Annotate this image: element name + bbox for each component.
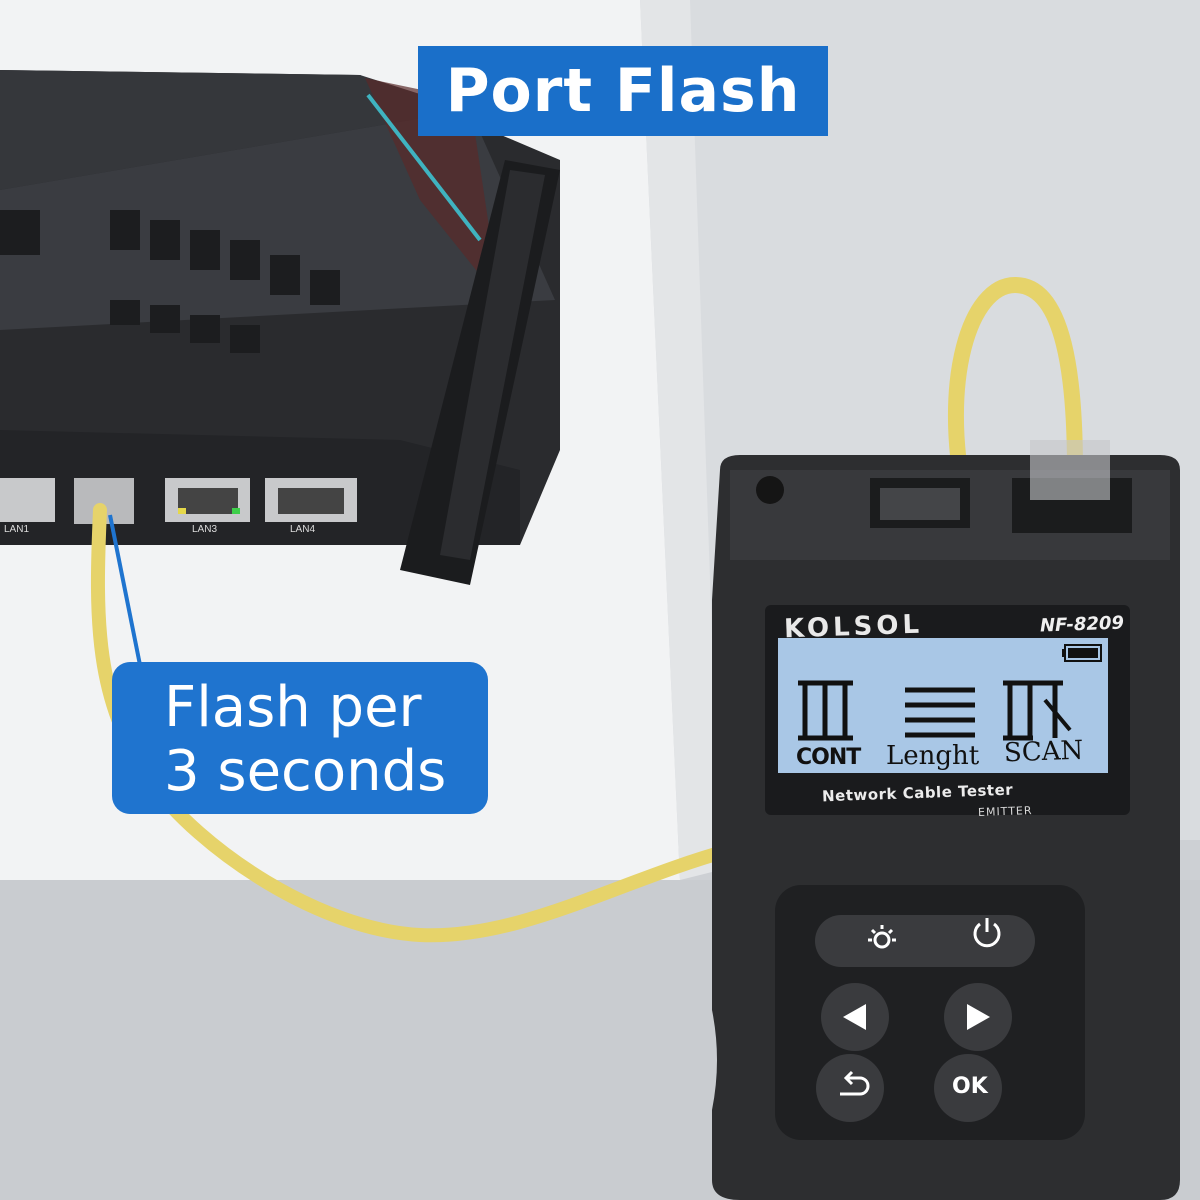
port-flash-title: Port Flash	[418, 46, 828, 136]
lcd-label-length: Lenght	[886, 741, 980, 771]
cable-tester	[712, 440, 1180, 1200]
back-icon	[840, 1070, 870, 1096]
flash-callout-line2: 3 seconds	[164, 739, 447, 804]
power-icon	[973, 918, 1001, 948]
battery-icon	[1062, 644, 1102, 662]
router	[0, 70, 560, 585]
lcd-label-scan: SCAN	[1003, 735, 1084, 769]
ok-button-label: OK	[952, 1074, 988, 1099]
left-arrow-icon	[843, 1004, 866, 1030]
flash-callout-line1: Flash per	[164, 675, 422, 740]
lcd-label-cont: CONT	[796, 745, 861, 770]
emitter-label: EMITTER	[977, 804, 1033, 819]
flash-callout: Flash per 3 seconds	[112, 662, 488, 814]
port-label-lan3: LAN3	[192, 524, 218, 535]
device-brand: KOLSOL	[783, 609, 924, 645]
light-icon	[868, 925, 896, 949]
device-model: NF-8209	[1039, 612, 1125, 637]
port-label-lan1: LAN1	[4, 524, 30, 535]
port-label-lan4: LAN4	[290, 524, 316, 535]
right-arrow-icon	[967, 1004, 990, 1030]
